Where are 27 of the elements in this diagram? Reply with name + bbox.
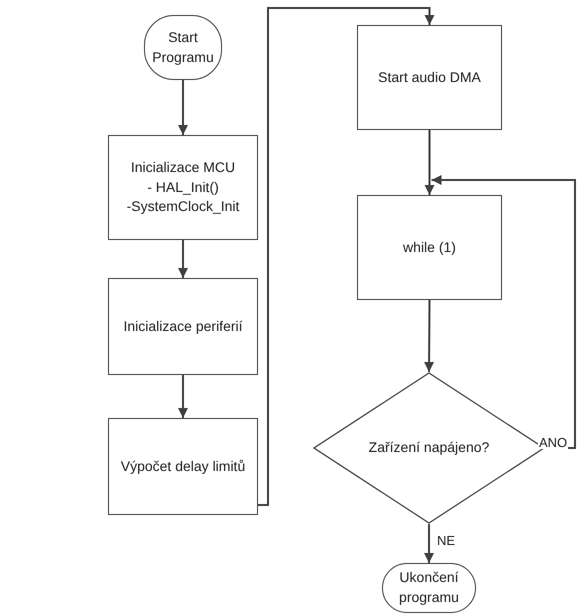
arrow (178, 80, 188, 135)
node-text: Start audio DMA (378, 68, 481, 87)
process-box (357, 25, 502, 130)
node-text: Zařízení napájeno? (368, 438, 490, 458)
arrow (424, 130, 434, 195)
node-text: Start Programu (152, 28, 214, 67)
arrow (424, 300, 434, 372)
arrow (432, 175, 576, 449)
process-box (357, 195, 502, 300)
node-text: while (1) (403, 238, 456, 257)
arrow (258, 7, 434, 506)
node-text: Inicializace periferií (123, 316, 243, 336)
node-text: Ukončení programu (398, 568, 460, 607)
arrow (424, 524, 434, 563)
arrow (178, 240, 188, 278)
node-text: - HAL_Init() (147, 178, 219, 197)
process-box (108, 135, 258, 240)
node-text: Inicializace MCU (130, 158, 236, 178)
process-box (108, 418, 258, 515)
terminator-shape (144, 15, 222, 80)
edge-label: NE (436, 534, 456, 547)
node-text: Výpočet delay limitů (120, 456, 246, 476)
node-text: -SystemClock_Init (126, 197, 240, 216)
arrow (178, 375, 188, 418)
edge-label: ANO (538, 436, 568, 449)
terminator-shape (382, 563, 476, 613)
process-box (108, 278, 258, 375)
